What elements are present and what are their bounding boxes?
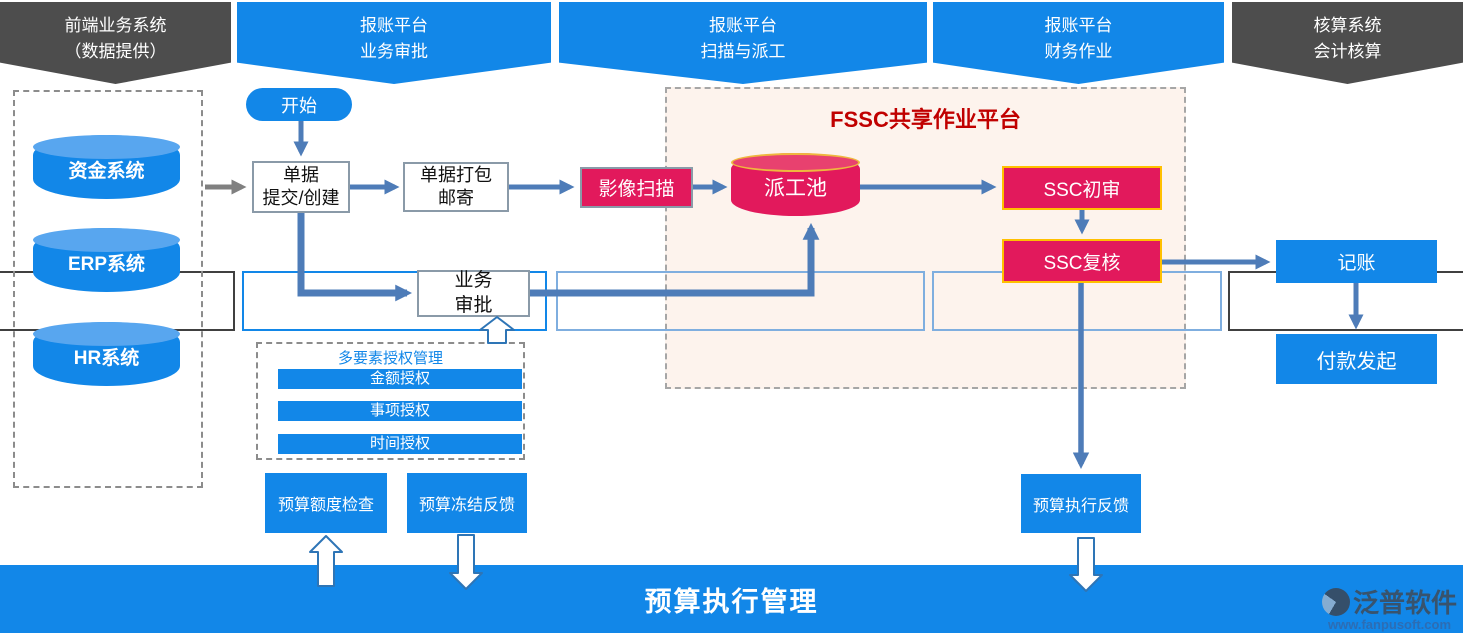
node-label: SSC初审: [1043, 179, 1121, 201]
node-label: 开始: [281, 95, 317, 116]
bar-label: 金额授权: [369, 370, 430, 387]
banner-line: （数据提供）: [64, 41, 167, 61]
watermark-url: www.fanpusoft.com: [1327, 617, 1452, 632]
node-label: 单据打包: [420, 164, 492, 185]
authorization-group: 多要素授权管理 金额授权 事项授权 时间授权: [256, 342, 525, 460]
lane-banner-finance-ops: 报账平台 财务作业: [933, 2, 1224, 84]
lane-banner-accounting: 核算系统 会计核算: [1232, 2, 1463, 84]
node-label: 提交/创建: [262, 188, 340, 208]
node-label: 业务: [454, 269, 493, 291]
node-image-scan: 影像扫描: [580, 167, 693, 208]
banner-line: 会计核算: [1313, 41, 1382, 61]
node-label: 付款发起: [1316, 350, 1397, 373]
cylinder-label: HR系统: [73, 348, 140, 369]
authorization-title: 多要素授权管理: [337, 350, 443, 367]
fssc-platform-region: FSSC共享作业平台: [665, 87, 1186, 389]
banner-line: 核算系统: [1313, 16, 1382, 35]
watermark: 泛普软件 www.fanpusoft.com: [1322, 583, 1457, 632]
node-doc-pack-mail: 单据打包 邮寄: [403, 162, 509, 212]
node-label: 单据: [282, 164, 319, 185]
banner-line: 报账平台: [1044, 16, 1113, 35]
lane-banner-frontend-systems: 前端业务系统 （数据提供）: [0, 2, 231, 84]
cylinder-label: ERP系统: [67, 254, 146, 275]
node-label: 影像扫描: [598, 179, 675, 200]
node-bookkeeping: 记账: [1276, 240, 1437, 283]
node-budget-freeze-feedback: 预算冻结反馈: [407, 473, 527, 533]
database-cylinder-funds: 资金系统: [33, 135, 180, 199]
node-label: 预算冻结反馈: [418, 497, 515, 514]
authorization-bar-time: 时间授权: [278, 434, 522, 454]
node-label: 记账: [1337, 253, 1376, 274]
bottom-bar-title: 预算执行管理: [644, 586, 819, 617]
database-cylinder-hr: HR系统: [33, 322, 180, 386]
source-systems-group: [13, 90, 203, 488]
node-label: 预算执行反馈: [1032, 497, 1129, 515]
node-doc-submit: 单据 提交/创建: [252, 161, 350, 213]
lane-strip-scan: [556, 271, 925, 331]
node-biz-approval: 业务 审批: [417, 270, 530, 317]
node-label: 预算额度检查: [277, 497, 374, 514]
fssc-title: FSSC共享作业平台: [830, 107, 1021, 132]
lane-banner-scan-dispatch: 报账平台 扫描与派工: [559, 2, 927, 84]
node-budget-quota-check: 预算额度检查: [265, 473, 387, 533]
node-label: 邮寄: [438, 188, 474, 208]
node-ssc-recheck: SSC复核: [1002, 239, 1162, 283]
node-label: SSC复核: [1043, 252, 1121, 274]
banner-line: 业务审批: [360, 41, 428, 61]
banner-line: 报账平台: [360, 16, 428, 35]
budget-execution-management-bar: 预算执行管理: [0, 565, 1463, 633]
fanpu-logo-icon: [1322, 587, 1350, 616]
node-label: 审批: [454, 294, 493, 316]
banner-line: 财务作业: [1044, 41, 1113, 61]
lane-banner-biz-approval: 报账平台 业务审批: [237, 2, 551, 84]
authorization-bar-amount: 金额授权: [278, 369, 522, 389]
bar-label: 事项授权: [369, 402, 430, 419]
cylinder-label: 资金系统: [68, 161, 145, 182]
start-node: 开始: [246, 88, 352, 121]
bar-label: 时间授权: [369, 435, 430, 452]
banner-line: 报账平台: [709, 16, 777, 35]
node-payment-init: 付款发起: [1276, 334, 1437, 384]
banner-line: 扫描与派工: [700, 41, 786, 61]
database-cylinder-erp: ERP系统: [33, 228, 180, 292]
banner-line: 前端业务系统: [64, 16, 167, 35]
node-budget-execution-feedback: 预算执行反馈: [1021, 474, 1141, 533]
node-label: 派工池: [764, 177, 827, 200]
node-dispatch-pool-cylinder: 派工池: [731, 153, 860, 216]
node-ssc-first-review: SSC初审: [1002, 166, 1162, 210]
watermark-brand: 泛普软件: [1353, 588, 1458, 618]
authorization-bar-item: 事项授权: [278, 401, 522, 421]
